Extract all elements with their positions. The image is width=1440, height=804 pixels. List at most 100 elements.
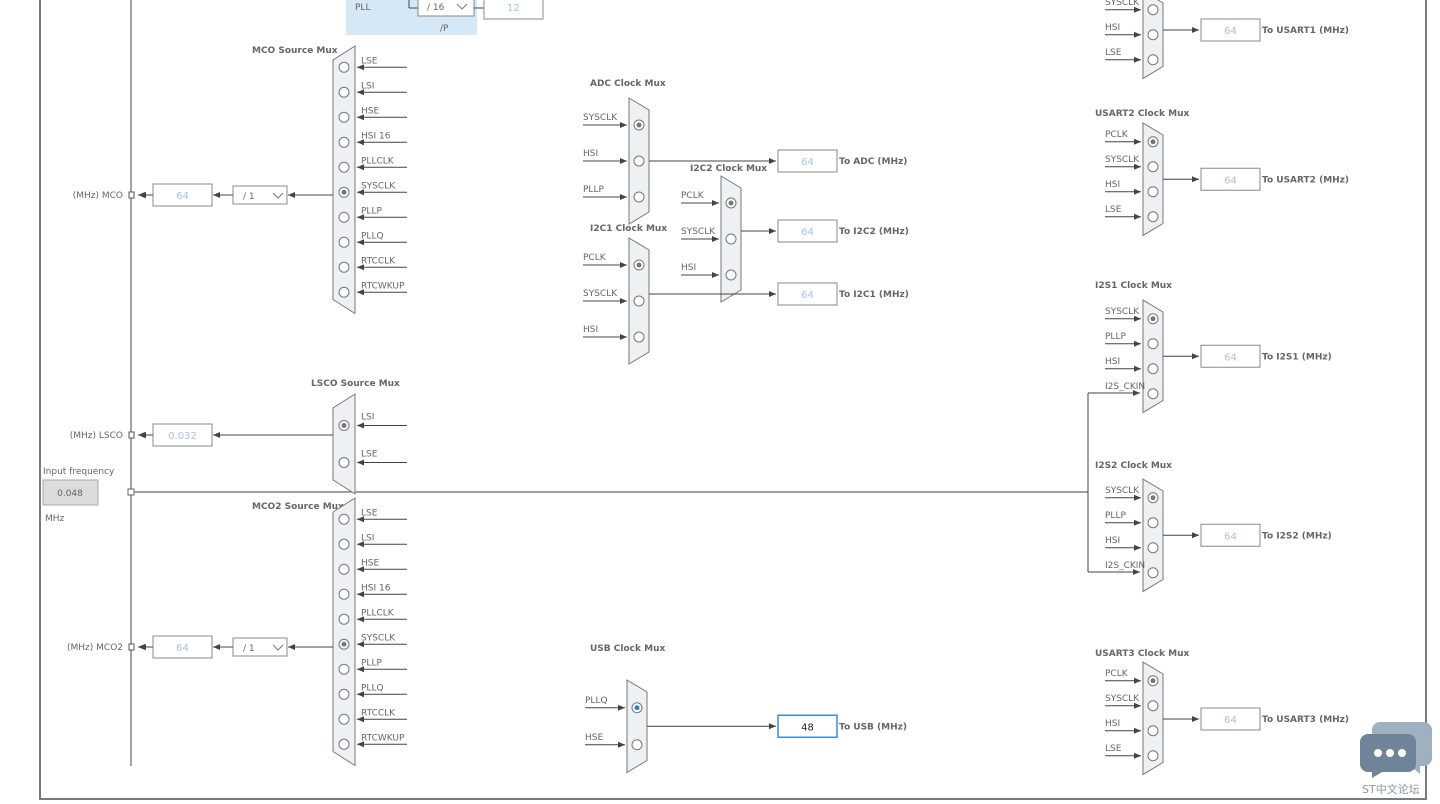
pll-p-label: /P — [440, 24, 449, 34]
mco-input-radio[interactable] — [338, 61, 350, 73]
mco-mux-title: MCO Source Mux — [252, 46, 338, 56]
i2c2-selected-dot — [728, 200, 734, 206]
adc-input-radio[interactable] — [633, 191, 645, 203]
mco2-mux-title: MCO2 Source Mux — [252, 502, 344, 512]
lsco-output-pin — [128, 431, 135, 439]
i2c1-input-label: HSI — [583, 325, 598, 335]
i2c1-input-radio[interactable] — [633, 295, 645, 307]
mco2-input-radio[interactable] — [338, 588, 350, 600]
usart3-input-radio[interactable] — [1147, 750, 1159, 762]
usart3-value: 64 — [1224, 715, 1237, 726]
mco2-input-radio[interactable] — [338, 688, 350, 700]
pll-divider-select[interactable] — [417, 0, 475, 17]
usb-mux-title: USB Clock Mux — [590, 644, 665, 654]
usart2-value-field[interactable] — [1200, 167, 1261, 191]
mco2-input-radio[interactable] — [338, 713, 350, 725]
mco2-input-radio[interactable] — [338, 738, 350, 750]
mco2-input-radio[interactable] — [338, 663, 350, 675]
usb-value-field[interactable] — [777, 714, 838, 738]
mco-input-radio[interactable] — [338, 211, 350, 223]
adc-input-radio[interactable] — [633, 155, 645, 167]
adc-output-label: To ADC (MHz) — [839, 157, 907, 167]
i2s1-value-field[interactable] — [1200, 344, 1261, 368]
i2c2-input-label: HSI — [681, 263, 696, 273]
usart3-mux-title: USART3 Clock Mux — [1095, 649, 1190, 659]
mco2-divider-value: / 1 — [243, 644, 255, 654]
usart1-input-radio[interactable] — [1147, 4, 1159, 16]
usart1-value-field[interactable] — [1200, 18, 1261, 42]
usart2-input-radio[interactable] — [1147, 211, 1159, 223]
i2c2-input-radio[interactable] — [725, 233, 737, 245]
mco-input-label: RTCCLK — [361, 256, 396, 266]
chat-icon[interactable] — [1360, 720, 1432, 778]
mco-input-label: LSE — [361, 56, 378, 66]
i2c1-input-radio[interactable] — [633, 331, 645, 343]
i2s2-input-radio[interactable] — [1147, 517, 1159, 529]
pll-p-field[interactable] — [483, 0, 544, 20]
mco2-input-radio[interactable] — [338, 563, 350, 575]
i2c2-input-radio[interactable] — [725, 269, 737, 281]
mco2-divider-select[interactable] — [232, 637, 288, 657]
adc-input-label: PLLP — [583, 185, 604, 195]
mco-output-label: (MHz) MCO — [73, 191, 123, 201]
input-frequency-field[interactable] — [42, 479, 99, 506]
i2s2-value-field[interactable] — [1200, 523, 1261, 547]
usart2-input-radio[interactable] — [1147, 161, 1159, 173]
i2s1-input-radio[interactable] — [1147, 388, 1159, 400]
usart3-value-field[interactable] — [1200, 707, 1261, 731]
i2c1-output-label: To I2C1 (MHz) — [839, 290, 909, 300]
mco-output-pin — [128, 191, 135, 199]
lsco-input-radio[interactable] — [338, 456, 350, 468]
usart1-input-radio[interactable] — [1147, 29, 1159, 41]
i2s2-output-label: To I2S2 (MHz) — [1262, 531, 1332, 541]
usart2-input-label: PCLK — [1105, 130, 1129, 140]
input-frequency-label: Input frequency — [43, 467, 115, 477]
i2c1-value: 64 — [801, 290, 814, 301]
usart2-input-radio[interactable] — [1147, 186, 1159, 198]
usart3-input-radio[interactable] — [1147, 700, 1159, 712]
usart1-input-radio[interactable] — [1147, 54, 1159, 66]
mco-input-label: LSI — [361, 81, 374, 91]
adc-value-field[interactable] — [777, 149, 838, 173]
i2s2-input-label: SYSCLK — [1105, 486, 1140, 496]
mco-input-radio[interactable] — [338, 161, 350, 173]
i2s2-value: 64 — [1224, 531, 1237, 542]
i2s1-output-label: To I2S1 (MHz) — [1262, 352, 1332, 362]
mco-input-label: SYSCLK — [361, 181, 396, 191]
i2s1-input-radio[interactable] — [1147, 363, 1159, 375]
mco-input-radio[interactable] — [338, 261, 350, 273]
mco-divider-select[interactable] — [232, 185, 288, 205]
mco2-input-label: LSE — [361, 508, 378, 518]
mco2-input-radio[interactable] — [338, 513, 350, 525]
pll-label: PLL — [355, 3, 370, 13]
mco-input-radio[interactable] — [338, 236, 350, 248]
usart3-input-radio[interactable] — [1147, 725, 1159, 737]
mco-selected-dot — [341, 189, 347, 195]
i2s2-input-radio[interactable] — [1147, 542, 1159, 554]
i2s2-input-radio[interactable] — [1147, 567, 1159, 579]
mco-input-radio[interactable] — [338, 136, 350, 148]
usart2-value: 64 — [1224, 175, 1237, 186]
mco-input-radio[interactable] — [338, 111, 350, 123]
i2s2-input-label: PLLP — [1105, 511, 1126, 521]
watermark-text: ST中文论坛 — [1362, 783, 1420, 796]
adc-input-label: HSI — [583, 149, 598, 159]
mco-input-label: PLLQ — [361, 231, 384, 241]
mco-input-radio[interactable] — [338, 286, 350, 298]
i2c1-value-field[interactable] — [777, 282, 838, 306]
i2c2-value-field[interactable] — [777, 219, 838, 243]
mco2-selected-dot — [341, 641, 347, 647]
mco-input-label: RTCWKUP — [361, 281, 405, 291]
usb-input-radio[interactable] — [631, 739, 643, 751]
mco2-input-radio[interactable] — [338, 538, 350, 550]
mco2-input-radio[interactable] — [338, 613, 350, 625]
i2s1-input-radio[interactable] — [1147, 338, 1159, 350]
mco2-input-label: LSI — [361, 533, 374, 543]
mco-input-radio[interactable] — [338, 86, 350, 98]
adc-input-label: SYSCLK — [583, 113, 618, 123]
